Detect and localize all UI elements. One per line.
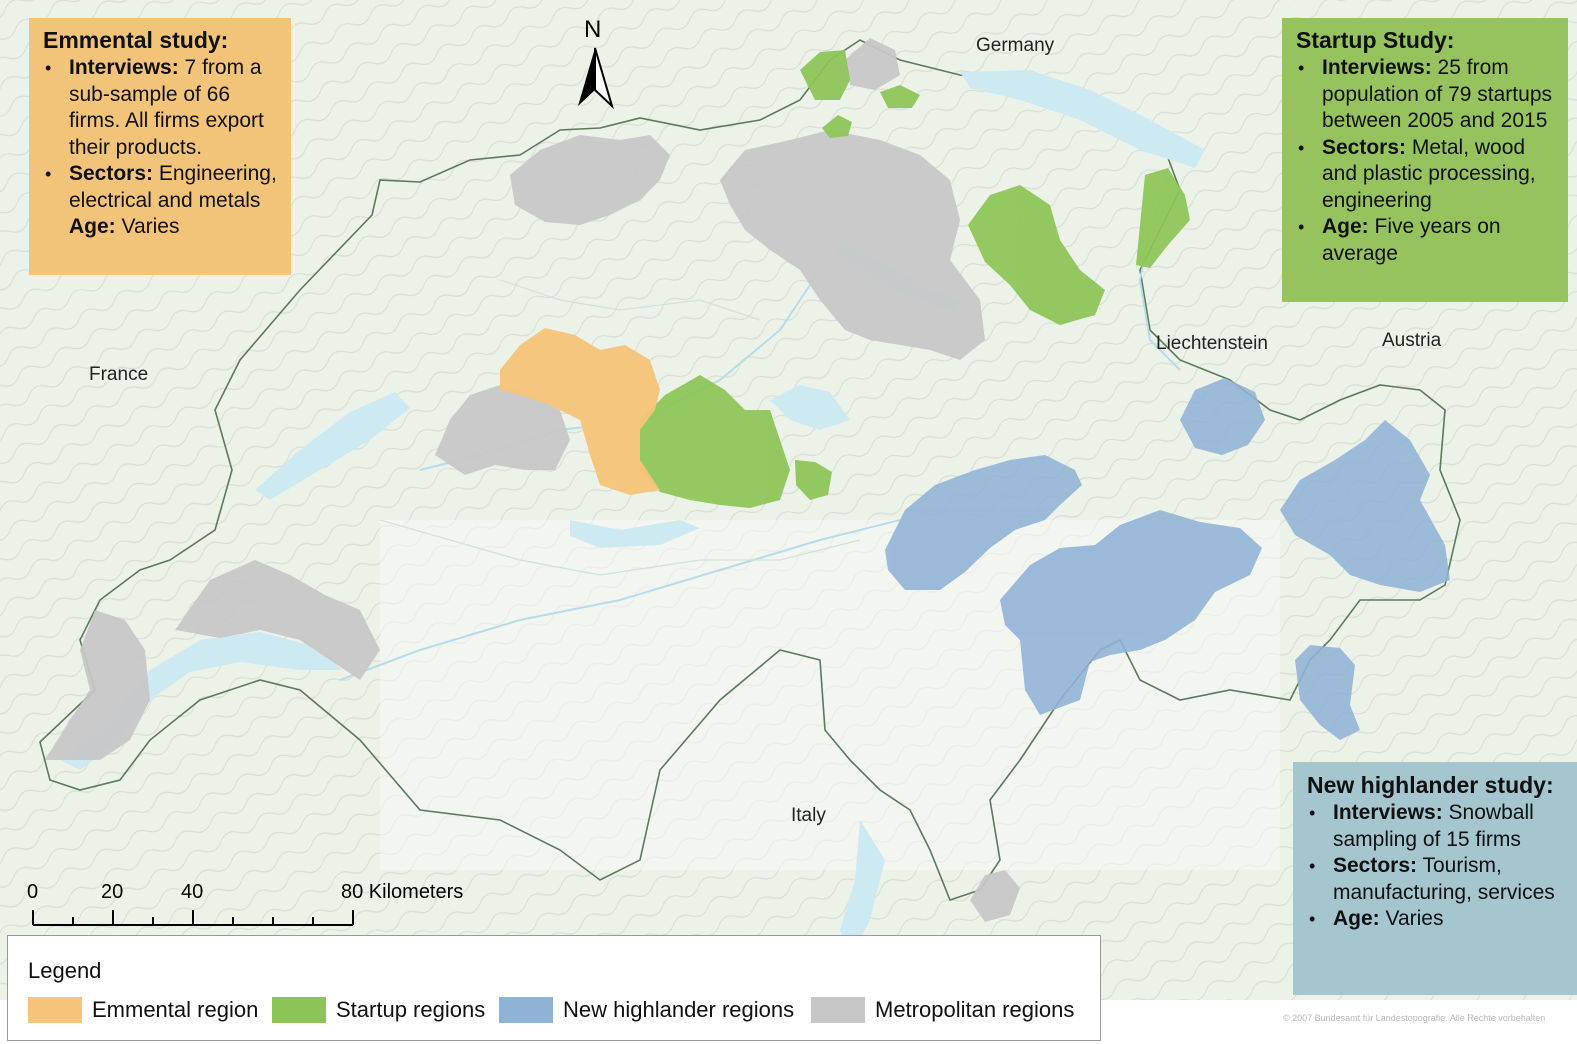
startup-sectors-label: Sectors: <box>1322 135 1407 159</box>
metro-lugano <box>970 870 1020 922</box>
north-arrow-icon <box>578 47 614 110</box>
startup-sectors-text: Metal, wood and plastic processing, engi… <box>1322 135 1536 212</box>
startup-age-item: Age: Five years on average <box>1298 214 1560 267</box>
scale-label-80: 80 Kilometers <box>341 881 464 903</box>
lake-constance <box>960 70 1205 168</box>
internal-boundary-2 <box>379 519 861 576</box>
legend-label-startup: Startup regions <box>336 997 486 1022</box>
legend-swatch-highlander <box>499 997 553 1023</box>
north-label: N <box>584 16 602 43</box>
highlander-sectors-label: Sectors: <box>1333 854 1418 877</box>
scale-label-20: 20 <box>101 881 124 903</box>
legend-item-emmental: Emmental region <box>28 996 258 1024</box>
emmental-interviews-label: Interviews: <box>69 56 179 79</box>
startup-age-label: Age: <box>1322 215 1369 238</box>
startup-schaffhausen <box>800 50 850 100</box>
startup-north <box>822 115 852 138</box>
label-france: France <box>89 364 149 385</box>
highlander-sectors-text: Tourism, manufacturing, services <box>1333 854 1555 904</box>
new-highlander-study-list: Interviews: Snowball sampling of 15 firm… <box>1307 800 1571 933</box>
emmental-age-label: Age: <box>69 215 116 238</box>
metro-schaffhausen <box>845 38 900 90</box>
new-highlander-study-panel: New highlander study: Interviews: Snowba… <box>1293 762 1577 995</box>
startup-study-list: Interviews: 25 from population of 79 sta… <box>1296 55 1560 267</box>
new-highlander-regions <box>885 378 1450 740</box>
highlander-interviews-text: Snowball sampling of 15 firms <box>1333 801 1534 851</box>
map-legend: Legend Emmental region Startup regions N… <box>7 935 1101 1041</box>
label-austria: Austria <box>1382 330 1442 351</box>
legend-title: Legend <box>28 958 102 983</box>
startup-sectors-item: Sectors: Metal, wood and plastic process… <box>1298 135 1560 215</box>
highlander-3 <box>1000 510 1262 715</box>
highlander-interviews-item: Interviews: Snowball sampling of 15 firm… <box>1309 800 1571 853</box>
highlander-2 <box>885 455 1082 590</box>
emmental-interviews-item: Interviews: 7 from a sub-sample of 66 fi… <box>45 55 279 161</box>
legend-label-metropolitan: Metropolitan regions <box>875 997 1075 1022</box>
legend-swatch-emmental <box>28 997 82 1023</box>
startup-stgallen <box>968 185 1105 325</box>
lake-lucerne <box>770 385 850 430</box>
emmental-sectors-text: Engineering, electrical and metals <box>69 162 277 212</box>
startup-regions <box>640 50 1190 508</box>
startup-interviews-label: Interviews: <box>1322 56 1432 79</box>
startup-central-small <box>795 460 832 500</box>
emmental-study-title: Emmental study: <box>43 27 229 53</box>
startup-schaffhausen-east <box>880 85 920 108</box>
startup-interviews-text: 25 from population of 79 startups betwee… <box>1322 56 1552 132</box>
highlander-interviews-label: Interviews: <box>1333 801 1443 824</box>
emmental-region <box>500 328 660 495</box>
legend-item-startup: Startup regions <box>272 996 485 1024</box>
river-rhone <box>339 519 901 681</box>
emmental-sectors-item: Sectors: Engineering, electrical and met… <box>45 161 279 241</box>
lake-neuchatel <box>255 392 410 500</box>
lake-maggiore <box>840 820 885 960</box>
legend-swatch-metropolitan <box>811 997 865 1023</box>
metropolitan-regions <box>45 38 1020 922</box>
legend-label-highlander: New highlander regions <box>563 997 795 1022</box>
label-italy: Italy <box>791 805 826 826</box>
highlander-4 <box>1280 420 1450 592</box>
lake-thun <box>570 520 700 548</box>
metro-basel <box>510 135 670 225</box>
legend-label-emmental: Emmental region <box>92 997 259 1022</box>
legend-item-highlander: New highlander regions <box>499 996 794 1024</box>
internal-boundary <box>499 279 761 321</box>
startup-central <box>640 375 790 508</box>
highlander-age-item: Age: Varies <box>1309 906 1571 933</box>
scale-label-0: 0 <box>27 881 39 903</box>
legend-swatch-startup <box>272 997 326 1023</box>
label-germany: Germany <box>976 35 1055 56</box>
label-liechtenstein: Liechtenstein <box>1156 333 1268 354</box>
legend-item-metropolitan: Metropolitan regions <box>811 996 1074 1024</box>
highlander-sectors-item: Sectors: Tourism, manufacturing, service… <box>1309 853 1571 906</box>
metro-geneva <box>45 610 150 760</box>
new-highlander-study-title: New highlander study: <box>1307 772 1554 798</box>
startup-age-text: Five years on average <box>1322 215 1501 265</box>
highlander-5 <box>1295 645 1360 740</box>
emmental-age-line: Age: Varies <box>69 214 279 241</box>
swiss-border <box>39 39 1461 901</box>
highlander-age-text: Varies <box>1379 907 1444 930</box>
metro-zurich <box>720 130 985 360</box>
startup-study-title: Startup Study: <box>1296 27 1455 53</box>
startup-study-panel: Startup Study: Interviews: 25 from popul… <box>1282 18 1568 302</box>
emmental-interviews-text: 7 from a sub-sample of 66 firms. All fir… <box>69 56 264 159</box>
startup-rhine-valley <box>1136 168 1190 268</box>
copyright-notice: © 2007 Bundesamt für Landestopografie. A… <box>1283 1013 1546 1023</box>
highlander-age-label: Age: <box>1333 907 1380 930</box>
emmental-sectors-label: Sectors: <box>69 162 154 185</box>
metro-bern <box>435 385 570 475</box>
emmental-age-text: Varies <box>115 215 180 238</box>
metro-lausanne <box>175 560 380 680</box>
startup-interviews-item: Interviews: 25 from population of 79 sta… <box>1298 55 1560 135</box>
emmental-study-panel: Emmental study: Interviews: 7 from a sub… <box>29 18 291 275</box>
scale-label-40: 40 <box>181 881 204 903</box>
scale-bar <box>32 910 354 926</box>
emmental-study-list: Interviews: 7 from a sub-sample of 66 fi… <box>43 55 279 241</box>
highlander-1 <box>1180 378 1265 455</box>
